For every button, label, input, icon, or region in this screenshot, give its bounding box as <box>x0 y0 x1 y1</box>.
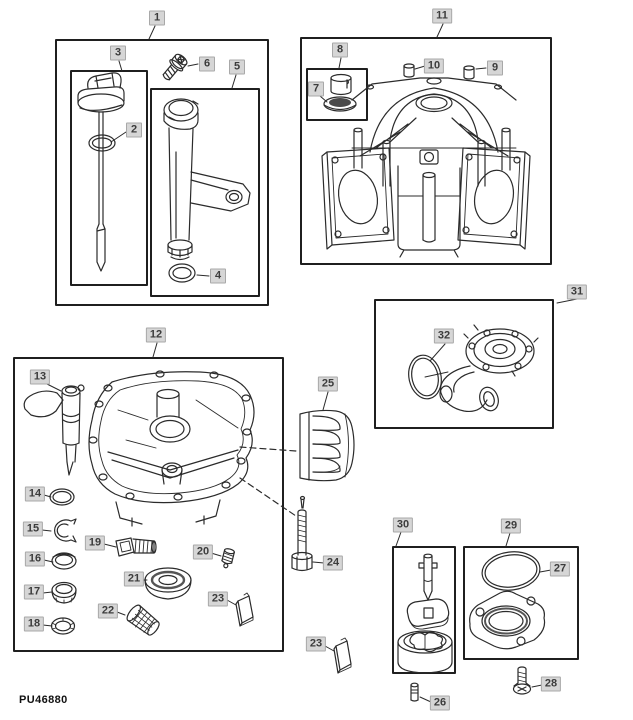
group-box-frames <box>13 37 579 674</box>
pump-shaft-drawing <box>418 553 438 601</box>
box-group-5 <box>150 88 260 297</box>
callout-30[interactable]: 30 <box>392 517 414 533</box>
dowel-pin-drawing <box>410 682 419 702</box>
tube-oring-drawing <box>168 263 196 283</box>
box-group-12 <box>13 357 284 652</box>
dipstick-oring-drawing <box>88 134 116 152</box>
seal-16-drawing <box>51 552 77 570</box>
callout-23-lower[interactable]: 23 <box>305 636 327 652</box>
oil-drain-valve-drawing <box>23 384 85 476</box>
callout-10[interactable]: 10 <box>423 58 445 74</box>
callout-3[interactable]: 3 <box>110 45 126 61</box>
callout-22[interactable]: 22 <box>97 603 119 619</box>
filter-bolt-drawing <box>291 495 313 572</box>
callout-23-upper[interactable]: 23 <box>207 591 229 607</box>
callout-17[interactable]: 17 <box>23 584 45 600</box>
square-plug-19-drawing <box>115 537 157 557</box>
callout-1[interactable]: 1 <box>149 10 165 26</box>
oring-14-drawing <box>49 488 75 506</box>
callout-21[interactable]: 21 <box>123 571 145 587</box>
callout-32[interactable]: 32 <box>433 328 455 344</box>
seal-cup-17-drawing <box>51 581 77 604</box>
screen-plug-22-drawing <box>126 604 160 636</box>
oil-fill-tube-drawing <box>163 98 251 261</box>
cover-screw-drawing <box>512 666 532 695</box>
seal-18-drawing <box>50 617 76 635</box>
callout-31[interactable]: 31 <box>566 284 588 300</box>
pump-rotor-drawing <box>406 598 450 630</box>
cover-oring-drawing <box>481 551 541 591</box>
figure-code: PU46880 <box>19 694 68 706</box>
box-group-11 <box>300 37 552 265</box>
callout-7[interactable]: 7 <box>308 81 324 97</box>
callout-14[interactable]: 14 <box>24 486 46 502</box>
box-group-3 <box>70 70 148 286</box>
pump-cover-drawing <box>469 590 546 650</box>
callout-27[interactable]: 27 <box>549 561 571 577</box>
callout-4[interactable]: 4 <box>210 268 226 284</box>
callout-25[interactable]: 25 <box>317 376 339 392</box>
callout-24[interactable]: 24 <box>322 555 344 571</box>
dipstick-drawing <box>77 72 125 272</box>
engine-block-drawing <box>321 77 531 258</box>
callout-28[interactable]: 28 <box>540 676 562 692</box>
box-group-8 <box>306 68 368 121</box>
pump-body-drawing <box>397 630 453 674</box>
callout-6[interactable]: 6 <box>199 56 215 72</box>
callout-5[interactable]: 5 <box>229 59 245 75</box>
callout-13[interactable]: 13 <box>29 369 51 385</box>
box-group-29 <box>463 546 579 660</box>
callout-18[interactable]: 18 <box>23 616 45 632</box>
callout-15[interactable]: 15 <box>22 521 44 537</box>
callout-2[interactable]: 2 <box>126 122 142 138</box>
assembly-reference-lines <box>239 446 297 517</box>
pump-oring-drawing <box>408 354 449 400</box>
box-group-31 <box>374 299 554 429</box>
box-group-1 <box>55 39 269 306</box>
crankcase-sump-drawing <box>88 370 255 527</box>
callout-9[interactable]: 9 <box>487 60 503 76</box>
callout-11[interactable]: 11 <box>432 8 452 24</box>
callout-8[interactable]: 8 <box>332 42 348 58</box>
oil-pump-drawing <box>439 324 539 413</box>
key-23-lower-drawing <box>333 637 352 674</box>
callout-19[interactable]: 19 <box>84 535 106 551</box>
callout-26[interactable]: 26 <box>429 695 451 711</box>
snap-ring-15-drawing <box>54 518 77 543</box>
plug-cap-9-drawing <box>463 65 475 80</box>
breather-cap-drawing <box>330 73 352 96</box>
flange-screw-drawing <box>162 53 188 81</box>
plug-20-drawing <box>221 548 235 569</box>
callout-leader-lines <box>41 23 578 703</box>
key-23-upper-drawing <box>235 592 254 627</box>
callout-12[interactable]: 12 <box>145 327 167 343</box>
callout-29[interactable]: 29 <box>500 518 522 534</box>
plug-cap-10-drawing <box>403 63 415 78</box>
breather-seal-drawing <box>323 96 357 112</box>
oil-seal-21-drawing <box>144 567 192 600</box>
oil-filter-drawing <box>299 409 355 482</box>
callout-16[interactable]: 16 <box>24 551 46 567</box>
callout-20[interactable]: 20 <box>192 544 214 560</box>
